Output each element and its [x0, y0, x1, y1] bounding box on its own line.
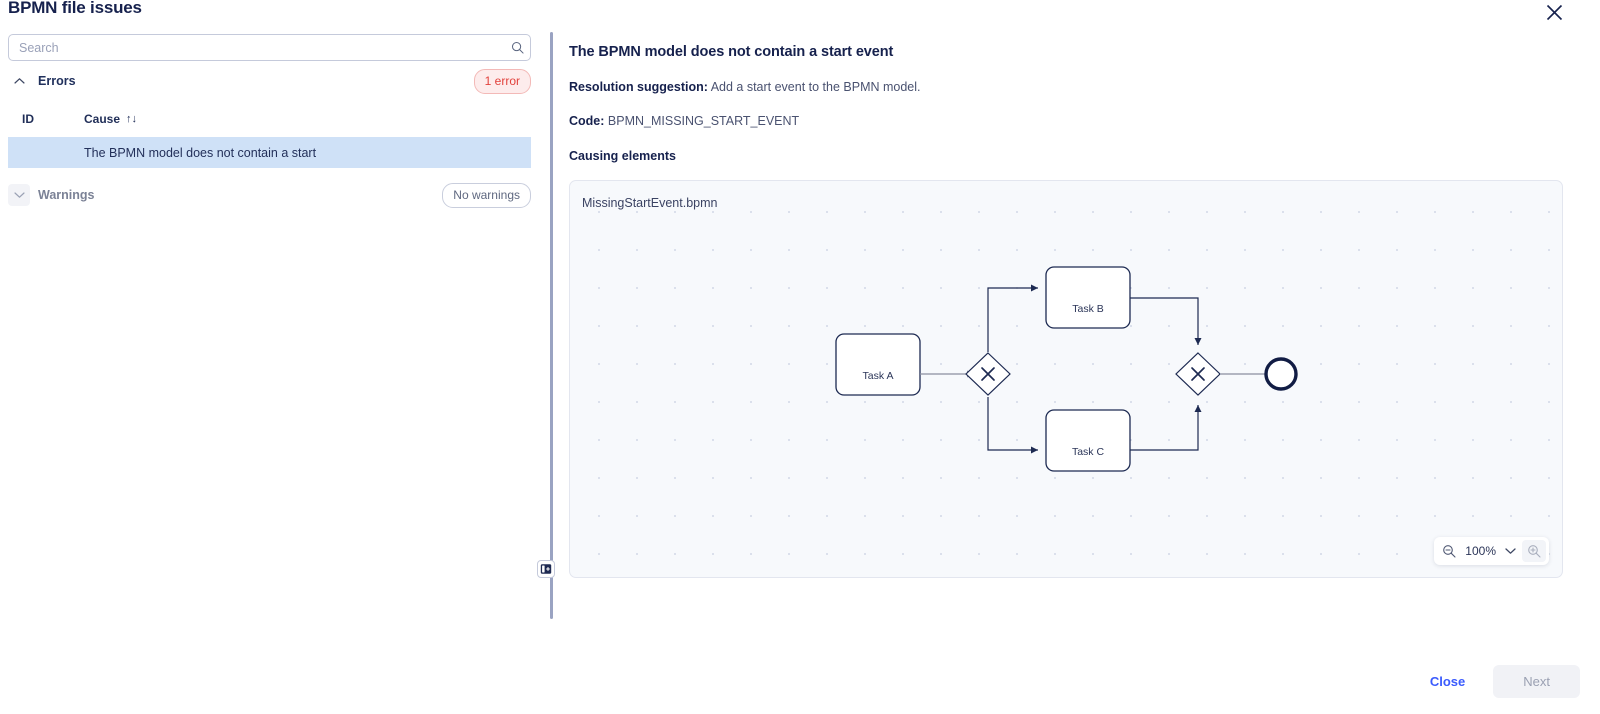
panel-resize-divider[interactable] [550, 32, 553, 619]
warnings-count-badge: No warnings [442, 182, 531, 208]
search-icon[interactable] [504, 41, 530, 54]
column-header-cause[interactable]: Cause ↑↓ [84, 112, 137, 126]
chevron-down-icon[interactable] [1500, 547, 1520, 555]
detail-title: The BPMN model does not contain a start … [569, 44, 894, 60]
cell-cause: The BPMN model does not contain a start [84, 145, 317, 160]
issue-detail-panel: The BPMN model does not contain a start … [569, 44, 1579, 163]
errors-count-badge: 1 error [473, 68, 531, 94]
dialog-footer: Close Next [1416, 665, 1580, 698]
section-warnings-label: Warnings [38, 188, 95, 202]
bpmn-end-event [1264, 357, 1298, 391]
code-value: BPMN_MISSING_START_EVENT [607, 114, 800, 128]
close-button[interactable]: Close [1416, 666, 1479, 697]
resolution-suggestion: Resolution suggestion: Add a start event… [569, 80, 1579, 94]
search-input[interactable] [9, 40, 504, 55]
zoom-out-icon[interactable] [1437, 540, 1461, 562]
page-title: BPMN file issues [8, 0, 142, 17]
column-header-cause-label: Cause [84, 112, 121, 126]
zoom-control[interactable]: 100% [1434, 537, 1549, 565]
sort-icon[interactable]: ↑↓ [126, 113, 138, 125]
section-warnings[interactable]: Warnings No warnings [8, 182, 531, 208]
section-errors[interactable]: Errors 1 error [8, 68, 531, 94]
bpmn-diagram: Task A Task B Task C [835, 266, 1298, 472]
column-header-id: ID [22, 112, 34, 126]
bpmn-gateway-join [1175, 352, 1221, 396]
bpmn-canvas[interactable]: MissingStartEvent.bpmn Task A Task B [569, 180, 1563, 578]
bpmn-file-name: MissingStartEvent.bpmn [582, 196, 718, 210]
bpmn-task-c: Task C [1045, 409, 1131, 472]
chevron-up-icon[interactable] [8, 70, 30, 92]
resolution-label: Resolution suggestion: [569, 80, 708, 94]
error-code: Code: BPMN_MISSING_START_EVENT [569, 114, 1579, 128]
code-label: Code: [569, 114, 605, 128]
section-errors-label: Errors [38, 74, 76, 88]
zoom-in-icon [1522, 540, 1546, 562]
issues-sidebar: Errors 1 error ID Cause ↑↓ The BPMN mode… [0, 34, 540, 619]
close-icon[interactable] [1542, 0, 1566, 24]
resolution-value: Add a start event to the BPMN model. [710, 80, 921, 94]
search-box[interactable] [8, 34, 531, 61]
next-button: Next [1493, 665, 1580, 698]
zoom-level: 100% [1465, 544, 1496, 558]
issues-table-header: ID Cause ↑↓ [8, 106, 531, 132]
bpmn-task-b: Task B [1045, 266, 1131, 329]
table-row[interactable]: The BPMN model does not contain a start [8, 137, 531, 168]
svg-text:Task B: Task B [1072, 303, 1104, 315]
svg-text:Task A: Task A [863, 370, 894, 382]
panel-collapse-icon[interactable] [537, 560, 555, 578]
chevron-down-icon [8, 184, 30, 206]
bpmn-gateway-split [965, 352, 1011, 396]
bpmn-task-a: Task A [835, 333, 921, 396]
svg-text:Task C: Task C [1072, 446, 1105, 458]
causing-elements-label: Causing elements [569, 149, 676, 163]
